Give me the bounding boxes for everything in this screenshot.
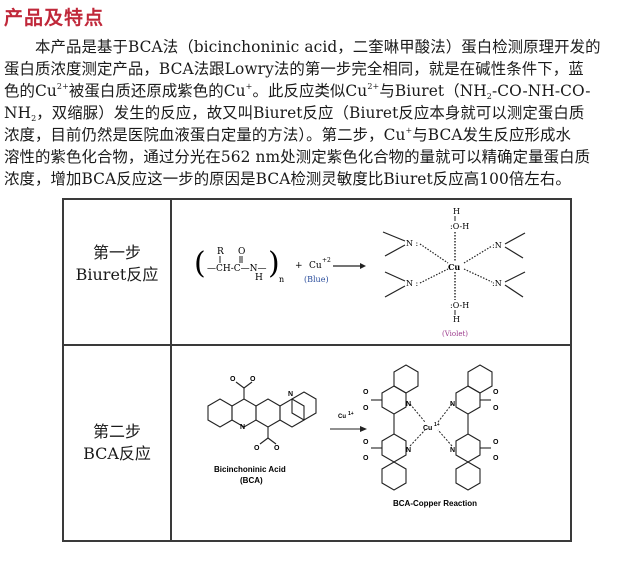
reaction-steps-table: 第一步 Biuret反应 第二步 BCA反应 ( R O —CH-C—N— H … — [62, 198, 572, 542]
svg-text:O: O — [363, 389, 369, 396]
svg-text:n: n — [279, 275, 284, 284]
svg-text:1+: 1+ — [434, 422, 440, 428]
svg-text:O: O — [363, 455, 369, 462]
svg-text:O: O — [363, 439, 369, 446]
svg-text:—CH-C—N—: —CH-C—N— — [207, 264, 267, 274]
svg-text:(Blue): (Blue) — [304, 275, 329, 284]
paragraph-line-6: 溶性的紫色化合物，通过分光在562 nm处测定紫色化合物的量就可以精确定量蛋白质 — [4, 148, 591, 166]
paragraph-line-3: 色的Cu2+被蛋白质还原成紫色的Cu+。此反应类似Cu2+与Biuret（NH2… — [4, 82, 591, 101]
step-2-label: 第二步 BCA反应 — [83, 422, 151, 463]
svg-text:1+: 1+ — [348, 411, 354, 417]
svg-text:(BCA): (BCA) — [240, 476, 263, 485]
svg-text:O: O — [363, 405, 369, 412]
svg-text:N: N — [450, 447, 455, 454]
svg-text::N: :N — [492, 279, 502, 288]
svg-text::O-H: :O-H — [450, 301, 469, 310]
svg-text:O: O — [274, 445, 280, 452]
svg-text:N: N — [240, 424, 245, 431]
paragraph-line-1: 本产品是基于BCA法（bicinchoninic acid，二奎啉甲酸法）蛋白检… — [35, 38, 601, 56]
open-paren: ( — [194, 246, 206, 281]
step-1-label: 第一步 Biuret反应 — [75, 243, 159, 284]
svg-text:(Violet): (Violet) — [442, 330, 468, 338]
row-divider — [64, 344, 570, 346]
svg-text:+2: +2 — [322, 257, 331, 264]
svg-text:O: O — [230, 376, 236, 383]
svg-text:Cu: Cu — [448, 262, 460, 272]
paragraph-line-7: 浓度，增加BCA反应这一步的原因是BCA检测灵敏度比Biuret反应高100倍左… — [4, 170, 571, 188]
svg-text:N: N — [288, 391, 293, 398]
svg-text:Cu: Cu — [423, 425, 432, 432]
svg-text:O: O — [238, 247, 245, 257]
svg-text:N: N — [406, 401, 411, 408]
svg-text:O: O — [493, 455, 499, 462]
paragraph-line-5: 浓度，目前仍然是医院血液蛋白定量的方法）。第二步，Cu+与BCA发生反应形成水 — [4, 126, 571, 144]
close-paren: ) — [268, 246, 280, 281]
svg-text:N :: N : — [406, 279, 418, 288]
svg-text:Cu: Cu — [338, 414, 346, 420]
svg-text:O: O — [254, 445, 260, 452]
svg-text:H: H — [453, 315, 460, 324]
paragraph-line-4: NH2，双缩脲）发生的反应，故又叫Biuret反应（Biuret反应本身就可以测… — [4, 104, 585, 123]
biuret-reaction-diagram: ( R O —CH-C—N— H ) n + Cu +2 (Blue) H :O… — [172, 200, 570, 344]
svg-text::O-H: :O-H — [450, 222, 469, 231]
column-divider — [170, 200, 172, 540]
svg-text:N :: N : — [406, 239, 418, 248]
svg-text:N: N — [406, 447, 411, 454]
svg-text:N: N — [450, 401, 455, 408]
description-paragraph: 本产品是基于BCA法（bicinchoninic acid，二奎啉甲酸法）蛋白检… — [4, 36, 636, 190]
svg-text:BCA-Copper Reaction: BCA-Copper Reaction — [393, 499, 477, 508]
paragraph-line-2: 蛋白质浓度测定产品，BCA法跟Lowry法的第一步完全相同，就是在碱性条件下，蓝 — [4, 60, 584, 78]
svg-text:Cu: Cu — [309, 261, 322, 271]
svg-text:O: O — [250, 376, 256, 383]
svg-text:+: + — [295, 261, 303, 271]
svg-text:O: O — [493, 389, 499, 396]
svg-text:H: H — [255, 273, 263, 283]
bca-reaction-diagram: O O N N O O Bicinchoninic Acid (BCA) Cu … — [172, 346, 570, 540]
svg-text:H: H — [453, 207, 460, 216]
svg-text:R: R — [217, 247, 224, 257]
svg-text::N: :N — [492, 241, 502, 250]
svg-text:O: O — [493, 439, 499, 446]
section-title: 产品及特点 — [4, 7, 105, 29]
svg-text:O: O — [493, 405, 499, 412]
svg-text:Bicinchoninic Acid: Bicinchoninic Acid — [214, 465, 286, 474]
